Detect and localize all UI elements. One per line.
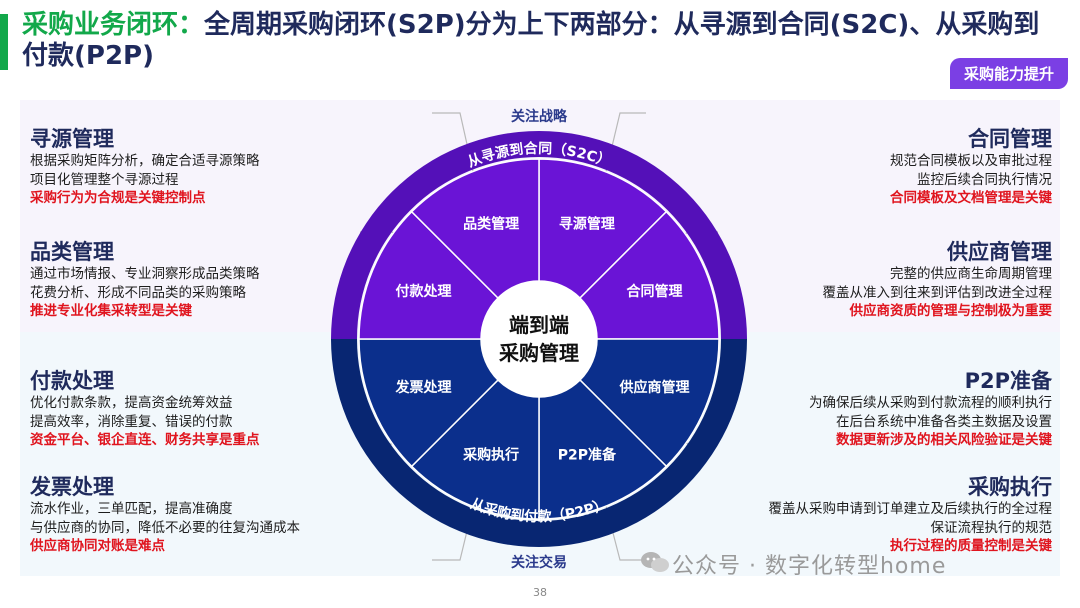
block-contract: 合同管理 规范合同模板以及审批过程 监控后续合同执行情况 合同模板及文档管理是关…	[890, 126, 1052, 208]
segment-label-6: 发票处理	[395, 379, 452, 396]
supplier-title: 供应商管理	[947, 240, 1052, 264]
block-payment: 付款处理 优化付款条款，提高资金统筹效益 提高效率，消除重复、错误的付款 资金平…	[30, 368, 260, 450]
p2p-line-1: 为确保后续从采购到付款流程的顺利执行	[809, 395, 1052, 411]
p2p-line-2: 在后台系统中准备各类主数据及设置	[836, 413, 1052, 430]
label-focus-strategy: 关注战略	[511, 108, 568, 125]
supplier-line-2: 覆盖从准入到往来到评估到改进全过程	[822, 284, 1053, 301]
contract-key: 合同模板及文档管理是关键	[890, 190, 1052, 206]
segment-label-7: 付款处理	[396, 283, 452, 300]
block-invoice: 发票处理 流水作业，三单匹配，提高准确度 与供应商的协同，降低不必要的往复沟通成…	[30, 474, 300, 556]
invoice-key: 供应商协同对账是难点	[30, 538, 165, 554]
execution-line-1: 覆盖从采购申请到订单建立及后续执行的全过程	[768, 501, 1053, 517]
title-rest: 全周期采购闭环(S2P)分为上下两部分：从寻源到合同(S2C)、从采购到付款(P…	[22, 10, 1040, 71]
execution-line-2: 保证流程执行的规范	[930, 519, 1053, 536]
supplier-key: 供应商资质的管理与控制极为重要	[849, 303, 1053, 319]
segment-label-3: 供应商管理	[618, 379, 689, 396]
contract-title: 合同管理	[968, 127, 1052, 151]
sourcing-title: 寻源管理	[30, 127, 114, 151]
page-number: 38	[533, 586, 547, 599]
outer-ring	[331, 131, 747, 547]
category-title: 品类管理	[30, 240, 114, 264]
p2p-title: P2P准备	[964, 369, 1052, 393]
wheel-segments	[358, 158, 720, 520]
category-line-2: 花费分析、形成不同品类的采购策略	[30, 284, 246, 301]
supplier-line-1: 完整的供应商生命周期管理	[890, 266, 1052, 282]
category-line-1: 通过市场情报、专业洞察形成品类策略	[30, 266, 260, 282]
payment-line-1: 优化付款条款，提高资金统筹效益	[30, 395, 233, 411]
segment-label-4: P2P准备	[558, 446, 617, 463]
block-p2p-prep: P2P准备 为确保后续从采购到付款流程的顺利执行 在后台系统中准备各类主数据及设…	[809, 368, 1052, 450]
sourcing-line-2: 项目化管理整个寻源过程	[30, 171, 179, 188]
watermark-text: 公众号 · 数字化转型home	[672, 554, 947, 579]
execution-title: 采购执行	[968, 475, 1052, 499]
contract-line-1: 规范合同模板以及审批过程	[890, 153, 1052, 169]
category-key: 推进专业化集采转型是关键	[30, 303, 192, 319]
segment-label-2: 合同管理	[626, 283, 682, 300]
block-sourcing: 寻源管理 根据采购矩阵分析，确定合适寻源策略 项目化管理整个寻源过程 采购行为为…	[30, 126, 260, 208]
execution-key: 执行过程的质量控制是关键	[890, 538, 1052, 554]
label-focus-transaction: 关注交易	[511, 554, 567, 571]
p2p-key: 数据更新涉及的相关风险验证是关键	[836, 432, 1052, 448]
topic-badge: 采购能力提升	[949, 58, 1068, 89]
invoice-line-2: 与供应商的协同，降低不必要的往复沟通成本	[30, 519, 300, 536]
payment-title: 付款处理	[30, 369, 114, 393]
wechat-icon	[641, 552, 669, 572]
block-category: 品类管理 通过市场情报、专业洞察形成品类策略 花费分析、形成不同品类的采购策略 …	[30, 239, 260, 321]
segment-label-5: 采购执行	[462, 446, 519, 463]
payment-line-2: 提高效率，消除重复、错误的付款	[30, 413, 233, 430]
page-title: 采购业务闭环：全周期采购闭环(S2P)分为上下两部分：从寻源到合同(S2C)、从…	[22, 10, 1062, 72]
center-hub	[481, 281, 597, 397]
ring-bottom-p2p	[331, 339, 747, 547]
payment-key: 资金平台、银企直连、财务共享是重点	[30, 432, 260, 448]
block-supplier: 供应商管理 完整的供应商生命周期管理 覆盖从准入到往来到评估到改进全过程 供应商…	[823, 239, 1053, 321]
title-accent-bar	[0, 14, 8, 70]
center-line-2: 采购管理	[499, 341, 579, 365]
contract-line-2: 监控后续合同执行情况	[917, 171, 1052, 188]
invoice-title: 发票处理	[30, 475, 114, 499]
segment-label-1: 寻源管理	[559, 216, 615, 233]
invoice-line-1: 流水作业，三单匹配，提高准确度	[30, 501, 233, 517]
sourcing-key: 采购行为为合规是关键控制点	[30, 190, 206, 206]
block-execution: 采购执行 覆盖从采购申请到订单建立及后续执行的全过程 保证流程执行的规范 执行过…	[769, 474, 1053, 556]
ring-top-s2c	[331, 131, 747, 339]
title-highlight: 采购业务闭环：	[22, 10, 205, 40]
sourcing-line-1: 根据采购矩阵分析，确定合适寻源策略	[30, 153, 260, 169]
segment-label-8: 品类管理	[463, 216, 519, 233]
center-line-1: 端到端	[509, 313, 569, 337]
